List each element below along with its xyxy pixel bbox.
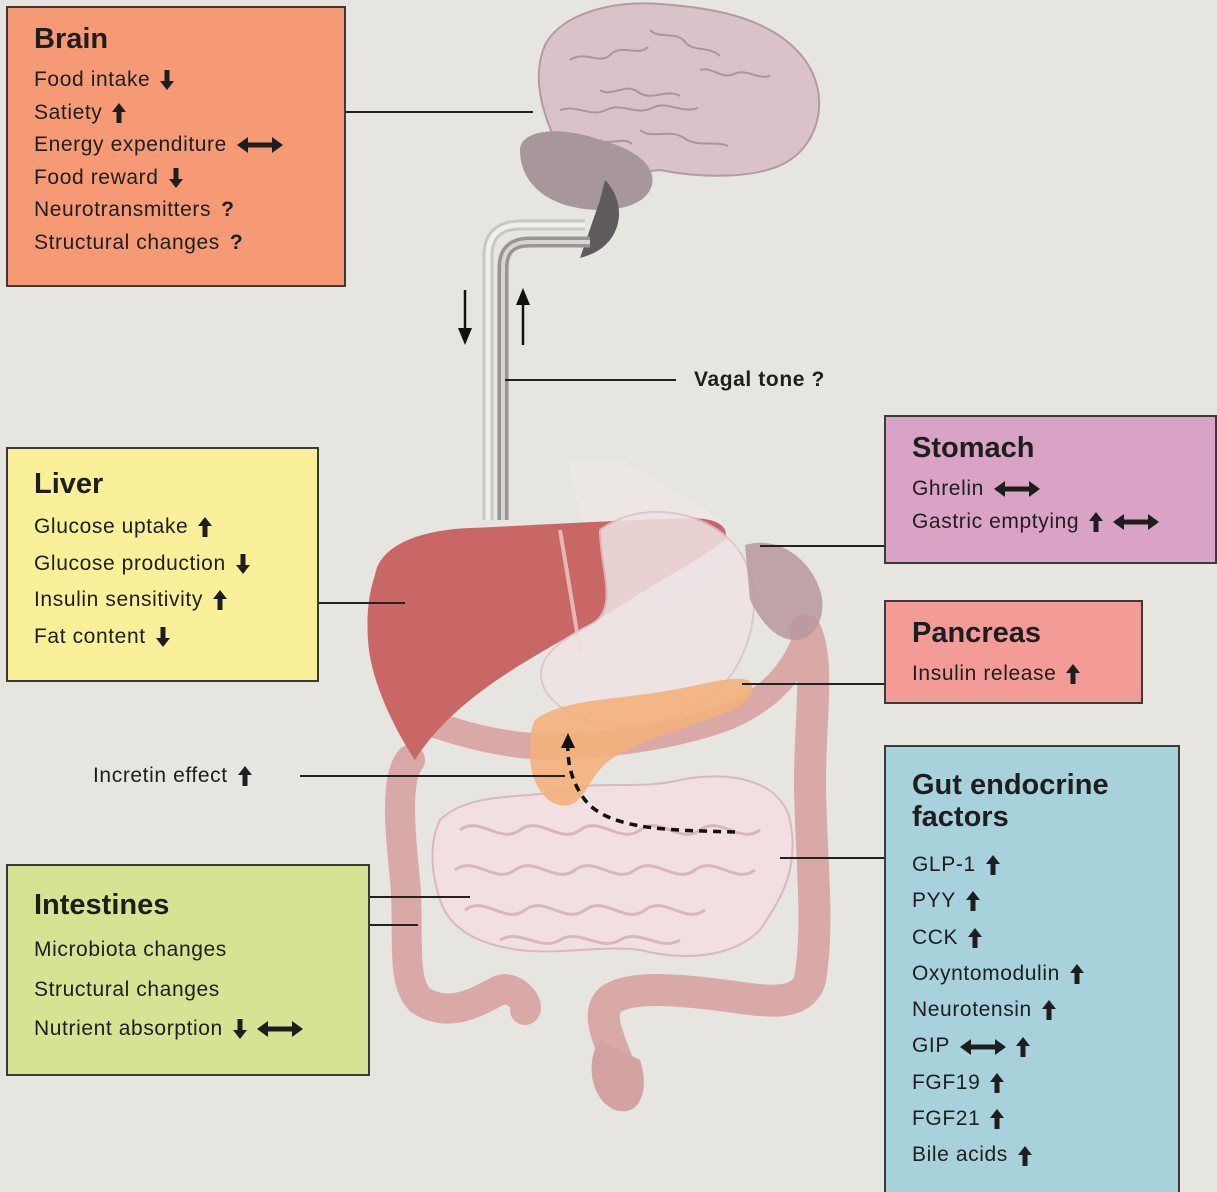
double-arrow-icon [237,137,283,153]
brain-item-label: Food intake [34,64,150,97]
double-arrow-icon [257,1021,303,1037]
double-arrow-icon [960,1039,1006,1055]
brain-title: Brain [34,24,320,54]
gut-item: CCK [912,920,1154,956]
liver-item: Fat content [34,619,293,656]
arrow-up-icon [1042,1000,1056,1020]
afferent-efferent-arrows [458,288,530,345]
arrow-up-icon [986,855,1000,875]
intestines-item-label: Structural changes [34,970,220,1010]
stomach-title: Stomach [912,433,1191,463]
pancreas-item-label: Insulin release [912,658,1056,691]
intestines-title: Intestines [34,890,344,920]
gut-item: Oxyntomodulin [912,956,1154,992]
intestines-item: Structural changes [34,970,344,1010]
liver-item: Insulin sensitivity [34,582,293,619]
liver-item-label: Glucose production [34,546,226,583]
gut-item-label: CCK [912,920,958,956]
question-mark-icon: ? [221,194,234,227]
liver-item-label: Fat content [34,619,146,656]
brain-item: Structural changes? [34,227,320,260]
gut-item: PYY [912,883,1154,919]
liver-title: Liver [34,469,293,499]
arrow-up-icon [198,517,212,537]
brain-item-label: Food reward [34,162,159,195]
brain-item: Energy expenditure [34,129,320,162]
brain-item: Food reward [34,162,320,195]
liver-item: Glucose uptake [34,509,293,546]
intestines-item-label: Microbiota changes [34,930,227,970]
liver-item: Glucose production [34,546,293,583]
brain-item: Food intake [34,64,320,97]
brain-item-label: Neurotransmitters [34,194,211,227]
incretin-effect-label: Incretin effect [93,764,252,788]
arrow-up-icon [966,891,980,911]
gut-item-label: GIP [912,1028,950,1064]
intestines-item: Nutrient absorption [34,1009,344,1049]
arrow-up-icon [990,1109,1004,1129]
gut-item-label: Oxyntomodulin [912,956,1060,992]
arrow-up-icon [1016,1037,1030,1057]
gut-item-label: GLP-1 [912,847,976,883]
gut-endocrine-title: Gut endocrine factors [912,769,1154,833]
small-intestine-illustration [433,776,793,956]
arrow-up-icon [238,766,252,786]
arrow-up-icon [1066,664,1080,684]
arrow-down-icon [236,554,250,574]
arrow-up-icon [990,1073,1004,1093]
gut-item-label: Bile acids [912,1137,1008,1173]
gut-item: FGF19 [912,1065,1154,1101]
stomach-item-label: Gastric emptying [912,506,1079,539]
brain-item-label: Energy expenditure [34,129,227,162]
brain-item-label: Satiety [34,97,102,130]
stomach-item: Gastric emptying [912,506,1191,539]
arrow-down-icon [169,168,183,188]
gut-item-label: PYY [912,883,956,919]
question-mark-icon: ? [230,227,243,260]
gut-item-label: FGF19 [912,1065,980,1101]
arrow-down-icon [160,70,174,90]
arrow-up-icon [112,103,126,123]
brain-item-label: Structural changes [34,227,220,260]
liver-item-label: Insulin sensitivity [34,582,203,619]
double-arrow-icon [994,481,1040,497]
stomach-item: Ghrelin [912,473,1191,506]
gut-item: FGF21 [912,1101,1154,1137]
pancreas-item: Insulin release [912,658,1117,691]
arrow-up-icon [1089,512,1103,532]
gut-title-line1: Gut endocrine [912,769,1109,801]
arrow-down-icon [233,1019,247,1039]
double-arrow-icon [1113,514,1159,530]
stomach-item-label: Ghrelin [912,473,984,506]
intestines-item: Microbiota changes [34,930,344,970]
arrow-up-icon [1018,1146,1032,1166]
arrow-up-icon [1070,964,1084,984]
incretin-effect-text: Incretin effect [93,764,228,788]
arrow-down-icon [156,627,170,647]
intestines-item-label: Nutrient absorption [34,1009,223,1049]
gut-item: GLP-1 [912,847,1154,883]
brain-item: Satiety [34,97,320,130]
vagal-tone-label: Vagal tone ? [694,368,825,392]
gut-item-label: FGF21 [912,1101,980,1137]
arrow-up-icon [213,590,227,610]
gut-title-line2: factors [912,801,1009,833]
liver-item-label: Glucose uptake [34,509,188,546]
gut-item-label: Neurotensin [912,992,1032,1028]
gut-item: Neurotensin [912,992,1154,1028]
arrow-up-icon [968,928,982,948]
pancreas-title: Pancreas [912,618,1117,648]
gut-item: GIP [912,1028,1154,1064]
gut-item: Bile acids [912,1137,1154,1173]
brain-item: Neurotransmitters? [34,194,320,227]
pancreas-box: Pancreas Insulin release [884,600,1143,704]
